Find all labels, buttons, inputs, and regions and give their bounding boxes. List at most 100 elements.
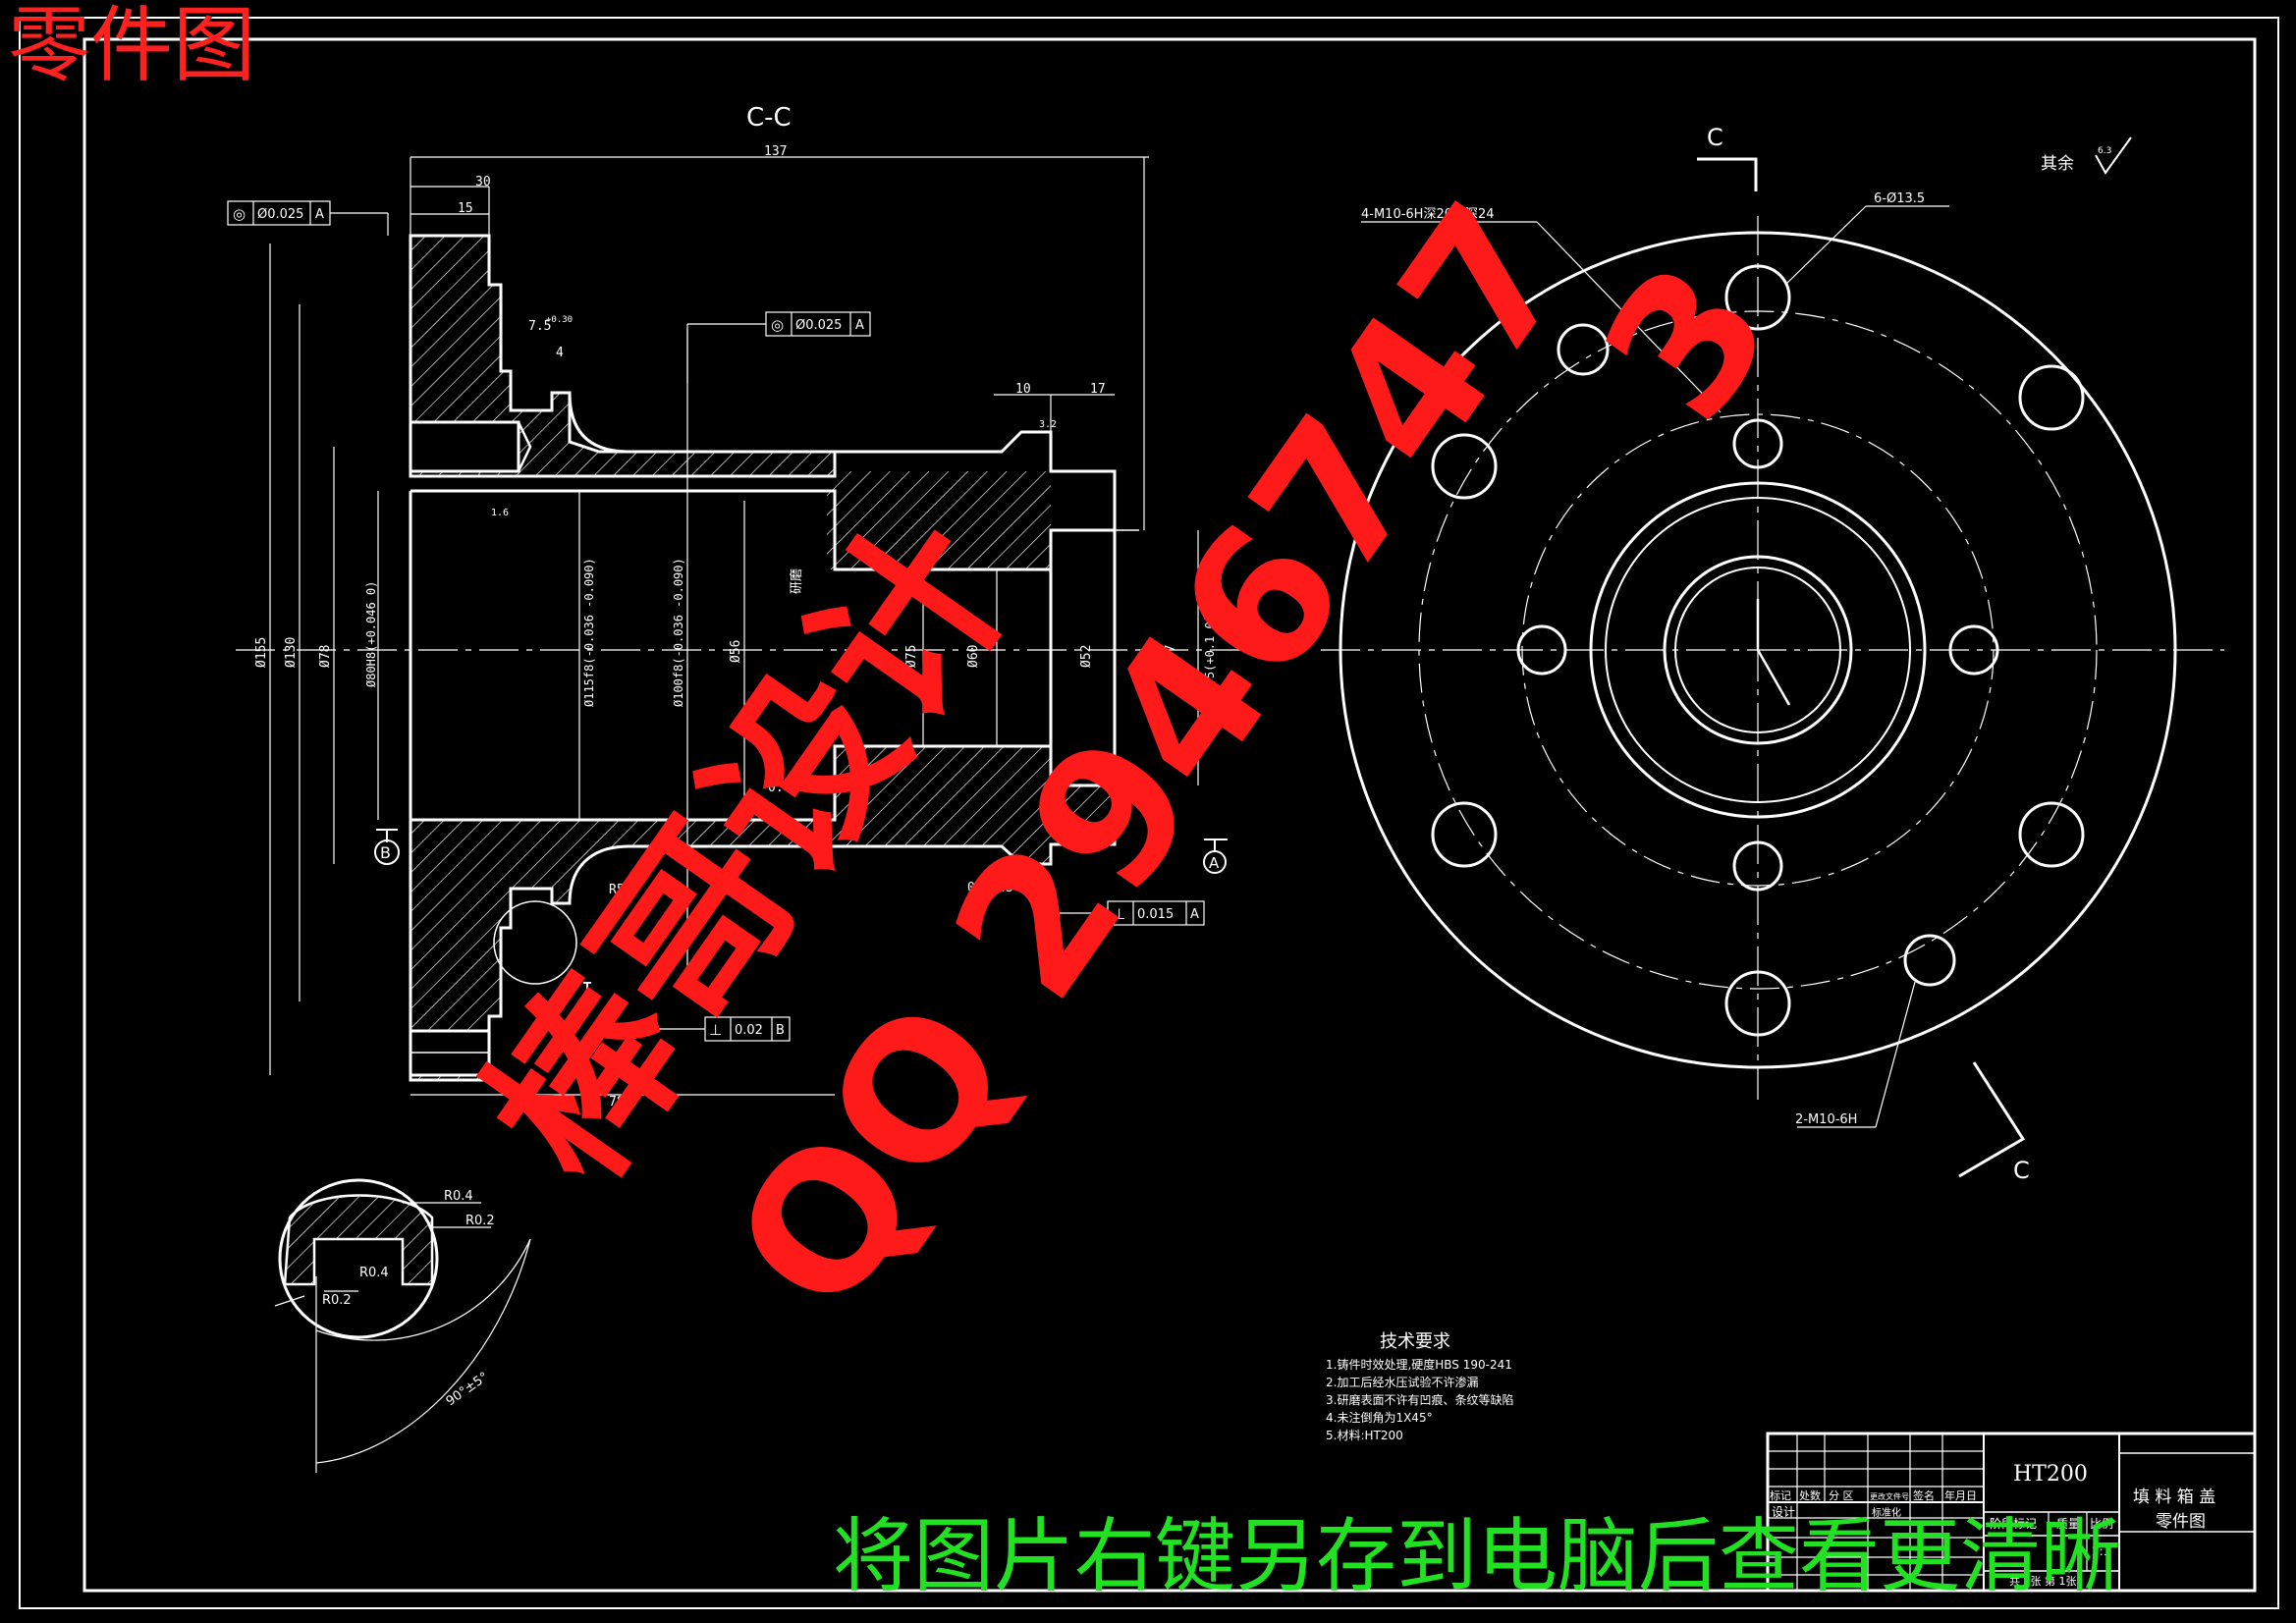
title-block [1766,1432,2257,1593]
svg-text:Ø75: Ø75 [904,645,919,668]
svg-text:Ø130: Ø130 [284,637,299,668]
svg-text:4-M10-6H深20孔深24: 4-M10-6H深20孔深24 [1361,207,1495,222]
watermark: 棒哥设计 QQ 2946747 3 [448,167,1815,1349]
end-view-callouts: 4-M10-6H深20孔深24 6-Ø13.5 2-M10-6H [1361,191,1949,1128]
svg-text:分 区: 分 区 [1829,1489,1854,1502]
svg-text:6-Ø13.5: 6-Ø13.5 [1874,191,1925,206]
svg-text:R0.2: R0.2 [465,1214,495,1228]
svg-text:A: A [1190,907,1199,922]
svg-text:7.5: 7.5 [528,319,551,334]
section-label: C-C [746,103,792,133]
svg-text:Ø80H8(+0.046 0): Ø80H8(+0.046 0) [364,581,378,687]
tolerance-frame-4: ⊥ 0.02 B [648,1016,791,1042]
svg-text:90°±5°: 90°±5° [444,1370,492,1409]
svg-text:更改文件号: 更改文件号 [1870,1491,1909,1501]
svg-text:Ø78: Ø78 [318,645,333,668]
svg-text:A: A [1209,854,1220,872]
svg-text:Ø47: Ø47 [1164,645,1178,668]
svg-text:2:1: 2:1 [2092,1544,2110,1558]
svg-text:比例: 比例 [2090,1517,2113,1531]
svg-text:年月日: 年月日 [1944,1488,1977,1502]
svg-text:I: I [581,978,593,1001]
svg-text:3.2: 3.2 [1039,419,1057,430]
svg-text:⊥: ⊥ [1113,905,1125,923]
datum-b: B [374,829,400,865]
drawing-type-label: 零件图 [8,0,256,93]
svg-text:HT200: HT200 [2013,1462,2088,1487]
svg-text:技术要求: 技术要求 [1380,1331,1450,1352]
svg-text:◎: ◎ [771,316,784,334]
svg-text:C: C [2013,1157,2030,1184]
svg-text:R5: R5 [609,883,625,897]
section-view [236,234,1242,1082]
cut-mark-bottom: C [1958,1061,2030,1184]
svg-text:Ø65.5(+0.1 0): Ø65.5(+0.1 0) [1203,615,1217,707]
tolerance-frame-1: ◎ Ø0.025 A [227,200,389,236]
end-view [1321,216,2224,1100]
svg-text:A: A [315,207,324,222]
svg-text:78: 78 [609,1095,625,1109]
svg-text:零件图: 零件图 [2156,1512,2206,1532]
svg-text:2.加工后经水压试验不许渗漏: 2.加工后经水压试验不许渗漏 [1326,1375,1478,1389]
svg-text:R0.4: R0.4 [359,1266,389,1280]
svg-text:Ø0.025: Ø0.025 [257,207,303,222]
svg-text:Ø60: Ø60 [966,645,981,668]
surface-finish-note: 其余 6.3 [2041,136,2132,175]
svg-text:3: 3 [1562,227,1815,458]
svg-text:B: B [776,1023,785,1038]
svg-text:标记: 标记 [1770,1488,1791,1502]
svg-text:4.未注倒角为1X45°: 4.未注倒角为1X45° [1326,1410,1433,1425]
svg-text:⊥: ⊥ [709,1021,722,1039]
inner-border [82,37,2257,1593]
svg-text:C: C [1707,124,1723,151]
svg-text:10: 10 [1015,382,1031,397]
section-dim-text: 137 30 15 7.5 +0.30 4 10 17 Ø155 Ø130 Ø7… [254,144,1217,1109]
svg-text:0.5X45°: 0.5X45° [967,881,1021,895]
svg-text:1.6: 1.6 [491,508,509,518]
svg-text:◎: ◎ [233,205,246,223]
svg-text:Ø0.025: Ø0.025 [795,318,842,333]
svg-text:6.3: 6.3 [2098,146,2111,156]
svg-text:B: B [380,843,391,862]
cut-mark-top: C [1697,124,1758,191]
technical-requirements: 技术要求 1.铸件时效处理,硬度HBS 190-241 2.加工后经水压试验不许… [1326,1331,1513,1442]
tolerance-frame-2: ◎ Ø0.025 A [686,311,871,383]
svg-text:0.015: 0.015 [1137,907,1174,922]
svg-text:137: 137 [764,144,787,159]
tolerance-frame-3: ⊥ 0.015 A [1051,900,1205,926]
svg-text:1.铸件时效处理,硬度HBS 190-241: 1.铸件时效处理,硬度HBS 190-241 [1326,1357,1512,1372]
svg-text:Ø100f8(-0.036 -0.090): Ø100f8(-0.036 -0.090) [672,558,685,707]
svg-text:标准化: 标准化 [1872,1506,1901,1519]
svg-text:设计: 设计 [1772,1505,1795,1519]
svg-text:质量: 质量 [2056,1517,2080,1531]
svg-text:阶段标记: 阶段标记 [1990,1516,2037,1531]
svg-text:30: 30 [475,175,491,189]
save-image-tip: 将图片右键另存到电脑后查看更清晰 [833,1510,2122,1603]
svg-text:Ø56: Ø56 [729,640,743,663]
svg-text:0.8: 0.8 [768,781,791,795]
svg-text:0.02: 0.02 [735,1023,763,1038]
svg-text:Ø155: Ø155 [254,637,269,668]
svg-text:A: A [855,318,864,333]
svg-text:R0.2: R0.2 [322,1293,352,1308]
svg-text:2-M10-6H: 2-M10-6H [1795,1112,1857,1127]
section-dimensions [269,156,1199,1096]
outer-border [19,17,2279,1609]
svg-text:15: 15 [458,201,473,216]
datum-a: A [1203,839,1228,874]
detail-view: R0.4 R0.2 R0.4 R0.2 90°±5° [274,1178,531,1473]
title-block-text: HT200 填 料 箱 盖 零件图 标记 处数 分 区 更改文件号 签名 年月日… [1770,1462,2215,1588]
svg-text:+0.30: +0.30 [546,315,573,325]
svg-text:填 料 箱 盖: 填 料 箱 盖 [2133,1488,2215,1507]
svg-text:17: 17 [1090,382,1106,397]
svg-text:4: 4 [556,346,564,360]
svg-text:R0.4: R0.4 [444,1189,473,1204]
svg-text:5.材料:HT200: 5.材料:HT200 [1326,1429,1403,1442]
svg-text:Ø115f8(-0.036 -0.090): Ø115f8(-0.036 -0.090) [582,558,596,707]
svg-text:共 1张 第 1张: 共 1张 第 1张 [2009,1574,2077,1588]
svg-text:处数: 处数 [1799,1489,1821,1502]
svg-text:3.研磨表面不许有凹痕、条纹等缺陷: 3.研磨表面不许有凹痕、条纹等缺陷 [1326,1392,1513,1407]
svg-text:其余: 其余 [2041,154,2074,174]
svg-text:签名: 签名 [1913,1488,1935,1502]
